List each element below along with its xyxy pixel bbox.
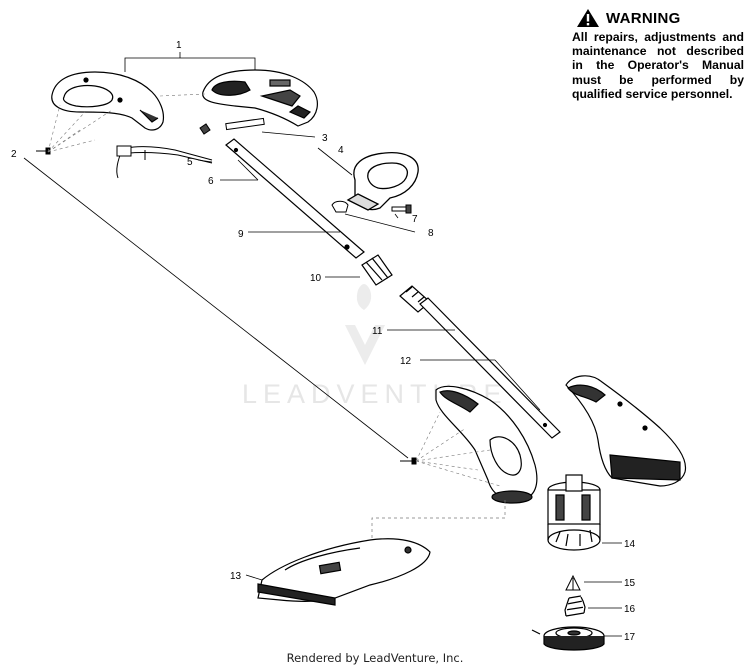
warning-text: All repairs, adjustments and maintenance…: [572, 30, 744, 101]
spool-17: [531, 626, 605, 651]
callout-leader-4: [317, 147, 353, 176]
handle-clamp-8: [331, 200, 349, 213]
handle-housing-left: [51, 71, 165, 131]
callout-leader-12b: [494, 359, 541, 411]
bolt-7: [391, 204, 412, 214]
callout-4: 4: [338, 145, 344, 156]
callout-11: 11: [372, 326, 383, 337]
callout-leader-8: [344, 213, 416, 233]
callout-9: 9: [238, 229, 244, 240]
callout-5: 5: [187, 157, 193, 168]
warning-box: WARNING All repairs, adjustments and mai…: [572, 8, 744, 101]
warning-triangle-icon: [577, 9, 599, 27]
motor-housing-left: [435, 385, 538, 504]
callout-16: 16: [624, 604, 636, 615]
guard-leader: [371, 500, 506, 548]
upper-shaft-9: [225, 138, 365, 259]
callout-17: 17: [624, 632, 636, 643]
screw-leaders-top: [47, 93, 206, 153]
watermark-logo: [345, 284, 385, 365]
lower-shaft-11: [399, 285, 561, 439]
callout-10: 10: [310, 273, 322, 284]
callout-13: 13: [230, 571, 242, 582]
coupler-10: [361, 254, 393, 286]
callout-leader-1: [124, 52, 256, 72]
callout-2: 2: [11, 149, 17, 160]
callout-15: 15: [624, 578, 636, 589]
callout-8: 8: [428, 228, 434, 239]
handle-housing-right: [202, 69, 318, 127]
footer-credit: Rendered by LeadVenture, Inc.: [286, 651, 464, 665]
callout-14: 14: [624, 539, 636, 550]
callout-leader-13: [245, 574, 263, 581]
power-cord-5: [116, 145, 213, 179]
motor-housing-right: [565, 375, 687, 487]
lower-screw-leaders: [415, 411, 501, 487]
warning-title: WARNING: [606, 9, 681, 27]
callout-6: 6: [208, 176, 214, 187]
callout-leader-6b: [237, 159, 259, 181]
callout-3: 3: [322, 133, 328, 144]
guard-13: [257, 538, 431, 606]
callout-leader-2: [23, 157, 409, 459]
lower-screw: [400, 457, 417, 465]
warning-header: WARNING: [576, 8, 744, 28]
spring-16: [564, 595, 586, 617]
callout-leader-5: [197, 159, 213, 163]
cap-15: [565, 574, 581, 591]
callout-12: 12: [400, 356, 412, 367]
auxiliary-handle-4: [346, 152, 419, 211]
callout-1: 1: [176, 40, 182, 51]
screw-2: [36, 147, 51, 155]
motor-14: [547, 474, 601, 551]
callout-leader-3: [261, 131, 316, 138]
callout-leader-7: [394, 213, 399, 219]
callout-7: 7: [412, 214, 418, 225]
switch-3: [199, 117, 265, 135]
